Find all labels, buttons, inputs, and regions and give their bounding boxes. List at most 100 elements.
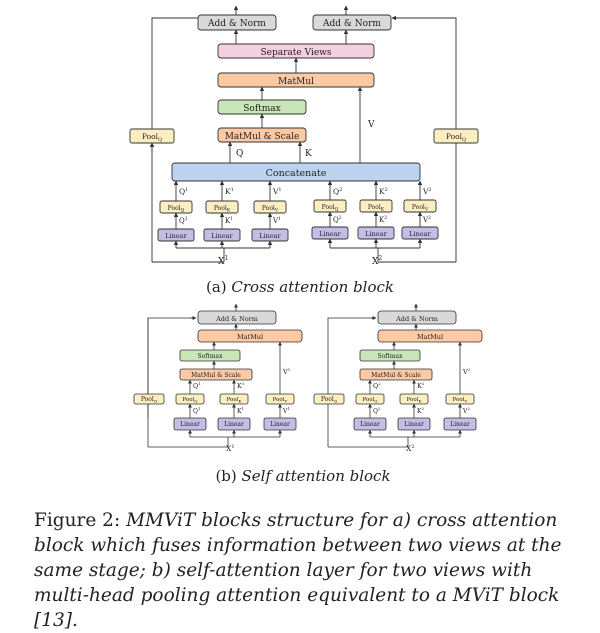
matmul-scale-box [217, 127, 307, 143]
hat-label-v1-k: K1 [225, 216, 233, 225]
sa2-pooled-k-label: K2 [417, 381, 425, 390]
sa2-add-norm-label: Add & Norm [395, 315, 438, 323]
sa1-pool-v-label: PoolV [273, 397, 288, 404]
sa1-hat-k-label: K1 [237, 406, 244, 415]
sa1-linear-k-box [217, 417, 251, 431]
sa2-pool-q-label: PoolQ [362, 397, 378, 404]
sa2-matmul-scale-label: MatMul & Scale [371, 372, 421, 379]
sa1-matmul-scale-label: MatMul & Scale [191, 372, 241, 379]
input-x2-label: X2 [372, 255, 382, 267]
matmul-scale-label: MatMul & Scale [225, 132, 300, 142]
sa2-linear-q-label: Linear [360, 421, 380, 428]
figure-canvas: Add & Norm Add & Norm Separate Views Mat… [129, 5, 483, 485]
sa1-pool-k-label: PoolK [227, 397, 243, 404]
add-norm-label-left: Add & Norm [207, 19, 266, 29]
sa1-linear-v-label: Linear [270, 421, 290, 428]
sa1-linear-v-box [263, 417, 297, 431]
pool-label-v1-k: PoolK [214, 205, 231, 214]
pooled-label-v2-k: K2 [379, 187, 388, 196]
linear-label-v2-k: Linear [365, 230, 387, 238]
pool-box-v2-q [313, 199, 347, 213]
pooled-label-v1-v: V1 [272, 187, 282, 196]
sa2-v-label: V2 [462, 367, 471, 376]
pool-label-v2-q: PoolQ [322, 204, 339, 213]
sa2-linear-k-box [397, 417, 431, 431]
figure-caption-label: Figure 2: [34, 510, 127, 531]
sa2-pool-q-box [355, 393, 385, 405]
separate-views-box [217, 43, 375, 59]
pool-box-v2-v [403, 199, 437, 213]
pool-box-v2-k [359, 199, 393, 213]
cross-attention-diagram [129, 5, 479, 263]
pool-q-side-left-label: PoolQ [142, 132, 162, 143]
matmul-label: MatMul [278, 77, 314, 87]
pool-q-side-right [433, 128, 479, 144]
sa1-linear-k-label: Linear [224, 421, 244, 428]
sa1-matmul-label: MatMul [237, 333, 263, 341]
linear-box-v1-q [157, 228, 195, 242]
sa1-hat-v-label: V1 [282, 406, 290, 415]
pool-label-v2-k: PoolK [368, 204, 385, 213]
pooled-label-v1-q: Q1 [179, 187, 188, 196]
linear-box-v2-q [311, 226, 349, 240]
sa2-softmax-label: Softmax [377, 353, 403, 360]
self-attention-block-2: Add & Norm MatMul Softmax MatMul & Scale… [313, 303, 483, 453]
pool-q-side-left [129, 128, 175, 144]
pool-box-v1-v [253, 200, 287, 214]
sa2-matmul-box [377, 329, 483, 343]
add-norm-box-right [312, 14, 392, 31]
sa2-linear-v-box [443, 417, 477, 431]
softmax-box [217, 99, 307, 115]
add-norm-box-left [197, 14, 277, 31]
input-x1-label: X1 [218, 255, 228, 267]
sa2-matmul-scale-box [359, 368, 433, 381]
linear-box-v2-k [357, 226, 395, 240]
sa2-hat-k-label: K2 [417, 406, 424, 415]
hat-label-v2-v: V2 [422, 215, 431, 224]
softmax-label: Softmax [243, 104, 281, 114]
linear-box-v1-v [251, 228, 289, 242]
linear-label-v1-v: Linear [259, 232, 281, 240]
sa2-linear-q-box [353, 417, 387, 431]
v-arrow-label: V [367, 120, 375, 130]
sa1-pool-k-box [219, 393, 249, 405]
sa1-input-label: X1 [226, 444, 235, 453]
matmul-box [217, 72, 375, 88]
sa2-pool-k-box [399, 393, 429, 405]
self-attention-block-1: Add & Norm MatMul Softmax MatMul & Scale… [133, 303, 303, 453]
sa1-linear-q-label: Linear [180, 421, 200, 428]
pooled-label-v2-q: Q2 [333, 187, 342, 196]
sa1-pool-q-box [175, 393, 205, 405]
sa2-pool-side-box [313, 393, 345, 405]
hat-label-v1-q: Q1 [179, 216, 188, 225]
concatenate-label: Concatenate [266, 168, 327, 179]
sa2-hat-v-label: V2 [462, 406, 470, 415]
hat-label-v2-q: Q2 [333, 215, 342, 224]
linear-box-v1-k [203, 228, 241, 242]
sa1-softmax-label: Softmax [197, 353, 223, 360]
hat-label-v1-v: V1 [272, 216, 281, 225]
sa1-pool-side-box [133, 393, 165, 405]
sa2-hat-q-label: Q2 [373, 406, 381, 415]
caption-a: (a) Cross attention block [206, 278, 394, 296]
sa1-pooled-k-label: K1 [237, 381, 244, 390]
pool-label-v1-v: PoolV [262, 205, 279, 214]
pooled-label-v2-v: V2 [422, 187, 432, 196]
linear-label-v2-v: Linear [409, 230, 431, 238]
sa2-add-norm-box [377, 310, 457, 325]
k-arrow-label: K [305, 149, 312, 159]
sa2-pooled-q-label: Q2 [373, 381, 381, 390]
sa1-add-norm-box [197, 310, 277, 325]
sa1-softmax-box [179, 349, 241, 362]
linear-label-v2-q: Linear [319, 230, 341, 238]
cross-attention-labels: Add & Norm Add & Norm Separate Views Mat… [142, 19, 466, 296]
sa2-softmax-box [359, 349, 421, 362]
sa2-matmul-label: MatMul [417, 333, 443, 341]
linear-box-v2-v [401, 226, 439, 240]
sa2-input-label: X2 [406, 444, 415, 453]
concatenate-box [171, 162, 421, 182]
separate-views-label: Separate Views [261, 48, 332, 58]
sa1-matmul-scale-box [179, 368, 253, 381]
add-norm-label-right: Add & Norm [322, 19, 381, 29]
sa1-pool-side-label: PoolQ [141, 396, 158, 404]
